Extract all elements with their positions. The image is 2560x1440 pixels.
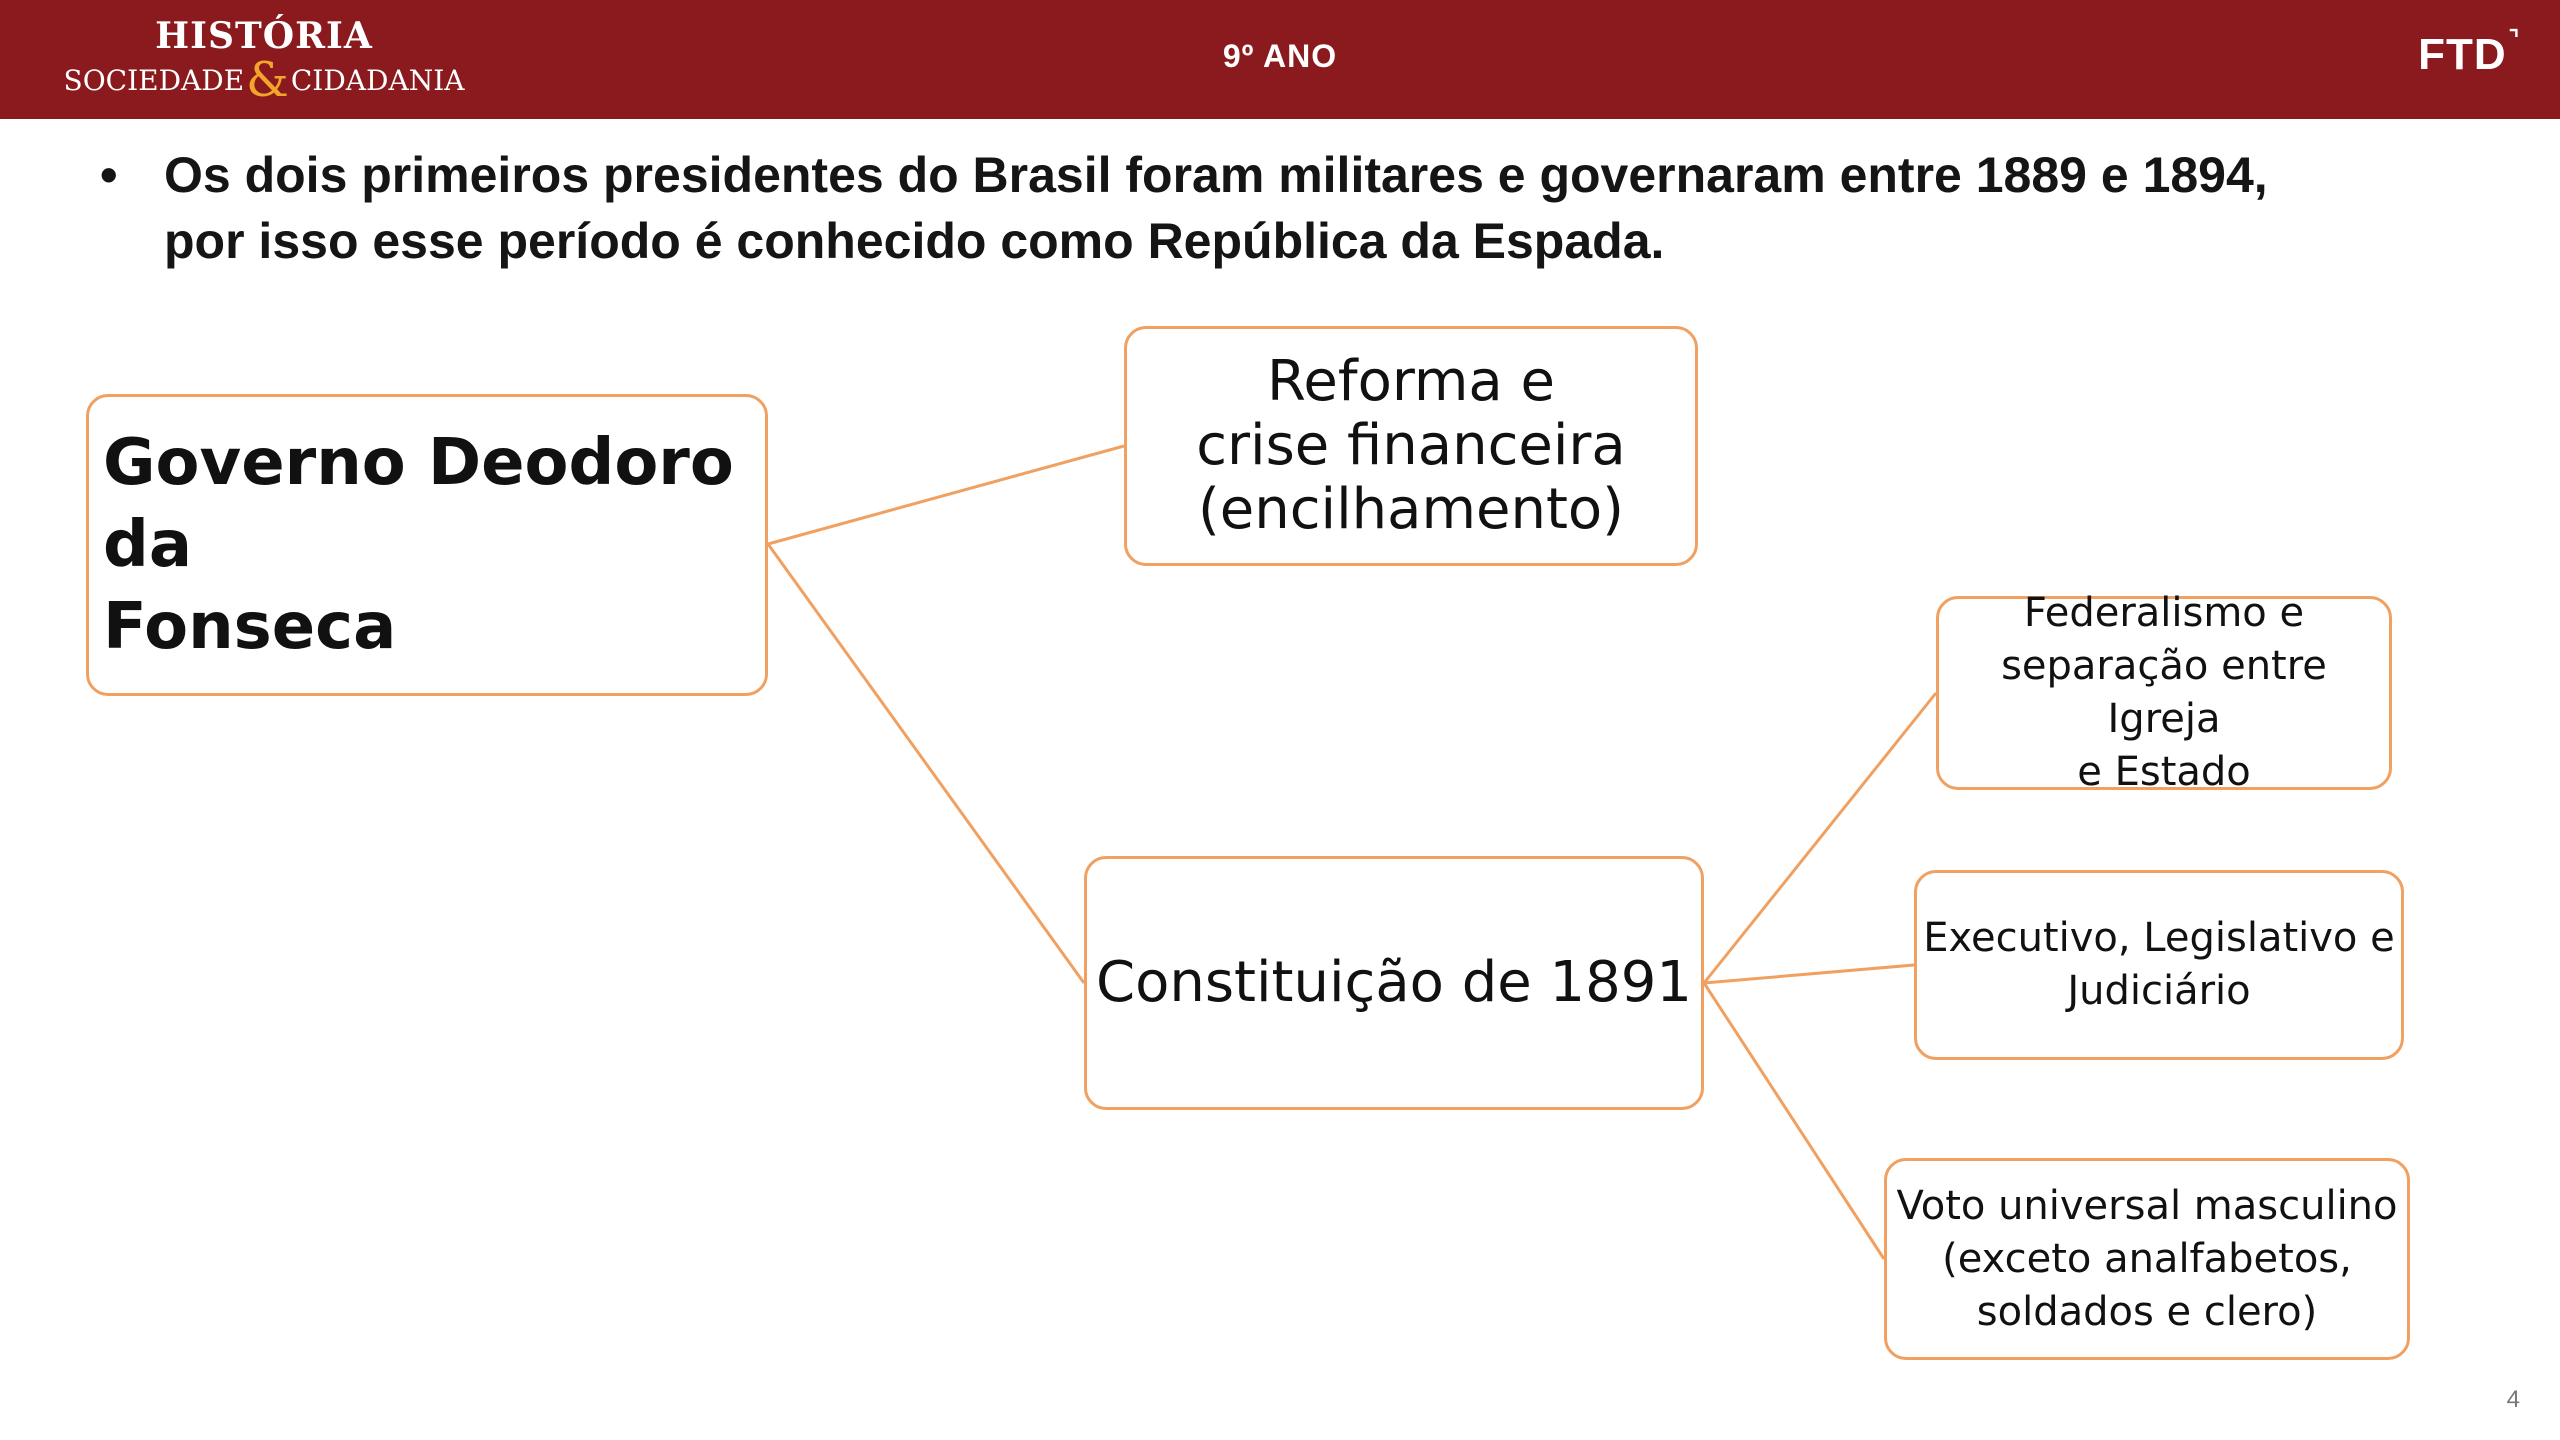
node-federalismo-label: Federalismo e separação entre Igreja e E… [2001,590,2327,795]
intro-line2: por isso esse período é conhecido como [164,213,1148,269]
node-constituicao-1891: Constituição de 1891 [1084,856,1704,1110]
brand-logo: HISTÓRIA SOCIEDADE&CIDADANIA [44,14,484,104]
brand-sub-left: SOCIEDADE [63,64,245,97]
page-number: 4 [2506,1386,2520,1413]
publisher-mark-icon: ⌝ [2508,26,2520,51]
connector-root-reforma [767,444,1125,546]
connector-constituicao-voto [1702,982,1886,1260]
node-poderes: Executivo, Legislativo e Judiciário [1914,870,2404,1060]
grade-label: 9º ANO [1222,38,1338,74]
brand-title: HISTÓRIA [155,15,373,57]
intro-text: Os dois primeiros presidentes do Brasil … [164,142,2480,274]
connector-constituicao-federalismo [1702,692,1938,984]
node-reforma-crise: Reforma e crise financeira (encilhamento… [1124,326,1698,566]
intro-emphasis: República da Espada [1147,213,1651,269]
node-voto-universal: Voto universal masculino (exceto analfab… [1884,1158,2410,1360]
node-constituicao-1891-label: Constituição de 1891 [1095,950,1693,1015]
bullet-icon: • [100,147,118,203]
publisher-logo: FTD ⌝ [2418,26,2520,80]
intro-line1: Os dois primeiros presidentes do Brasil … [164,147,2268,203]
connector-root-constituicao [766,543,1086,984]
brand-subtitle: SOCIEDADE&CIDADANIA [44,56,484,104]
intro-suffix: . [1650,213,1665,269]
intro-bullet: • Os dois primeiros presidentes do Brasi… [100,142,2480,274]
node-governo-deodoro: Governo Deodoro da Fonseca [86,394,768,696]
node-federalismo: Federalismo e separação entre Igreja e E… [1936,590,2392,795]
publisher-name: FTD [2418,30,2507,79]
node-governo-deodoro-label: Governo Deodoro da Fonseca [103,426,734,664]
node-voto-universal-label: Voto universal masculino (exceto analfab… [1896,1182,2398,1335]
node-poderes-label: Executivo, Legislativo e Judiciário [1923,915,2395,1014]
header-bar: HISTÓRIA SOCIEDADE&CIDADANIA 9º ANO FTD … [0,0,2560,119]
brand-ampersand: & [246,52,289,108]
node-reforma-crise-label: Reforma e crise financeira (encilhamento… [1196,349,1626,542]
connector-constituicao-poderes [1703,963,1915,985]
brand-sub-right: CIDADANIA [290,64,465,97]
